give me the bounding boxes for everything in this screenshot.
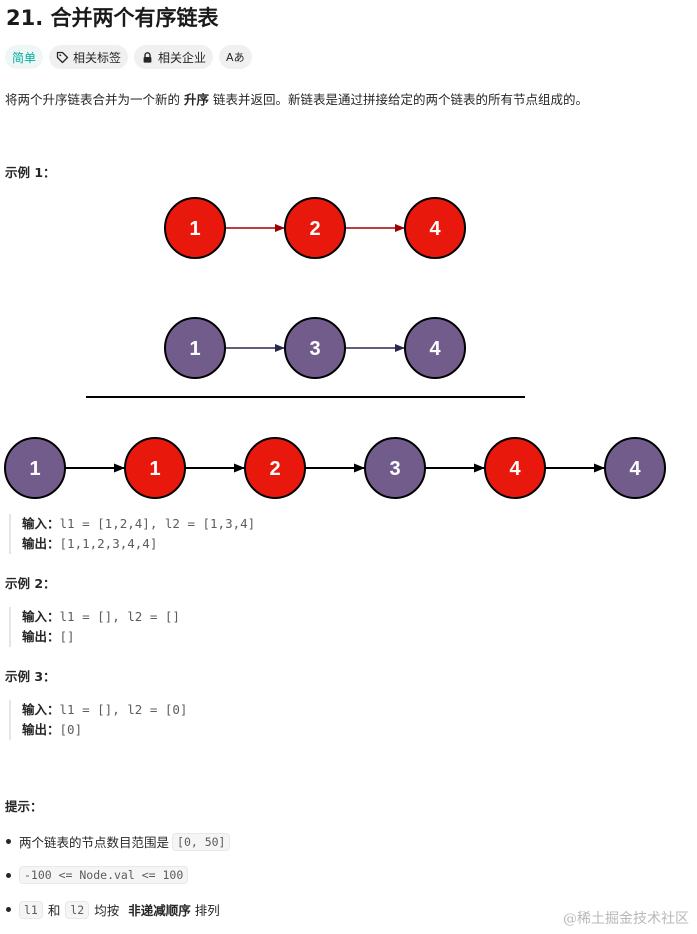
hint3-and: 和 [47,903,61,918]
lock-icon [141,51,154,64]
hint3-text2: 排列 [194,903,220,918]
merged-node: 3 [364,437,426,499]
example3-output-label: 输出： [22,722,60,737]
example1-input-value: l1 = [1,2,4], l2 = [1,3,4] [59,516,256,531]
problem-title: 21. 合并两个有序链表 [6,6,219,30]
merged-node-label: 3 [389,458,400,480]
merged-node-label: 4 [629,458,641,480]
merged-node-label: 1 [29,458,40,480]
bullet-dot [6,907,11,912]
description-part1: 将两个升序链表合并为一个新的 [5,92,184,107]
list2-node: 1 [164,317,226,379]
list1-node-label: 4 [429,218,441,240]
example2-output-value: [] [59,629,75,644]
bullet-dot [6,839,11,844]
list2-node-label: 4 [429,338,441,360]
merged-node: 4 [484,437,546,499]
bullet-dot [6,872,11,878]
example3-input-label: 输入： [22,702,60,717]
merged-node-label: 4 [509,458,521,480]
example2-input-value: l1 = [], l2 = [] [59,609,180,624]
example1-diagram: 1 2 4 1 3 4 1 1 2 3 4 4 [4,197,666,499]
watermark: @稀土掘金技术社区 [563,911,689,927]
example1-output-value: [1,1,2,3,4,4] [59,536,158,551]
example3-output-value: [0] [59,722,83,737]
related-companies-label: 相关企业 [158,50,207,65]
list1-node: 1 [164,197,226,259]
example1-heading: 示例 1： [5,165,56,180]
problem-description: 将两个升序链表合并为一个新的 升序 链表并返回。新链表是通过拼接给定的两个链表的… [5,89,588,108]
list1-node: 2 [284,197,346,259]
list1-node-label: 1 [189,218,200,240]
hint2-code: -100 <= Node.val <= 100 [19,866,189,884]
list2-node: 3 [284,317,346,379]
example3-input-value: l1 = [], l2 = [0] [59,702,188,717]
hint-item-2: -100 <= Node.val <= 100 [6,866,189,884]
description-part2: 链表并返回。新链表是通过拼接给定的两个链表的所有节点组成的。 [209,92,588,107]
merged-node-label: 1 [149,458,160,480]
example2-block: 输入：l1 = [], l2 = [] 输出：[] [9,607,180,647]
example1-input-label: 输入： [22,516,60,531]
merged-node-label: 2 [269,458,280,480]
hint1-text: 两个链表的节点数目范围是 [19,835,170,850]
merged-node: 1 [124,437,186,499]
list2-node: 4 [404,317,466,379]
difficulty-badge[interactable]: 简单 [5,45,44,69]
difficulty-label: 简单 [12,50,37,65]
example1-block: 输入：l1 = [1,2,4], l2 = [1,3,4] 输出：[1,1,2,… [9,514,255,554]
example2-output-label: 输出： [22,629,60,644]
related-companies-button[interactable]: 相关企业 [134,45,214,69]
hints-heading: 提示： [5,799,43,814]
related-tags-button[interactable]: 相关标签 [49,45,129,69]
tag-icon [56,51,69,64]
hint3-bold: 非递减顺序 [128,903,191,918]
hint-item-1: 两个链表的节点数目范围是 [0, 50] [6,832,231,851]
merged-node: 4 [604,437,666,499]
hint1-code: [0, 50] [172,832,231,851]
list2-node-label: 1 [189,338,200,360]
example1-output-label: 输出： [22,536,60,551]
example3-block: 输入：l1 = [], l2 = [0] 输出：[0] [9,700,187,740]
list1-node-label: 2 [309,218,320,240]
description-bold: 升序 [183,92,209,107]
hint3-text1: 均按 [94,903,120,918]
list1-node: 4 [404,197,466,259]
hint3-code-l1: l1 [19,900,43,919]
merged-node: 2 [244,437,306,499]
related-tags-label: 相关标签 [73,50,122,65]
example2-input-label: 输入： [22,609,60,624]
tag-bar: 简单 相关标签 相关企业 Aあ [5,45,252,69]
translate-icon: Aあ [226,51,245,64]
hint3-code-l2: l2 [65,900,90,919]
merged-node: 1 [4,437,66,499]
hint-item-3: l1 和 l2 均按 非递减顺序 排列 [6,900,220,919]
example3-heading: 示例 3： [5,669,56,684]
translate-button[interactable]: Aあ [219,45,252,69]
example2-heading: 示例 2： [5,576,56,591]
list2-node-label: 3 [309,338,320,360]
